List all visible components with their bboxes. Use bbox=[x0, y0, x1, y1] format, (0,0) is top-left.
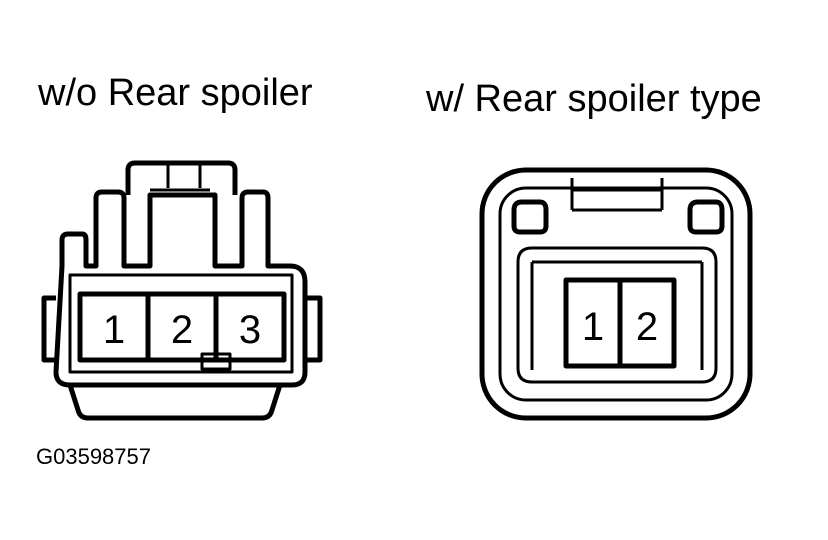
right-connector-housing bbox=[479, 167, 753, 421]
right-connector: 1 2 bbox=[479, 167, 753, 421]
left-pin-label: 3 bbox=[239, 308, 261, 352]
left-pin-label: 2 bbox=[171, 308, 193, 352]
right-pin-cavity-2 bbox=[617, 277, 677, 369]
right-connector-lug bbox=[687, 199, 725, 235]
right-connector-lug bbox=[511, 199, 549, 235]
left-pin-label: 1 bbox=[103, 308, 125, 352]
left-pin-cavity-3 bbox=[213, 291, 287, 363]
right-pin-label: 1 bbox=[582, 305, 604, 349]
figure-id: G03598757 bbox=[36, 444, 151, 469]
right-pin-label: 2 bbox=[636, 305, 658, 349]
left-connector-lock-tab bbox=[125, 160, 238, 195]
left-connector: 1 2 3 bbox=[41, 160, 323, 421]
right-connector-title: w/ Rear spoiler type bbox=[426, 78, 762, 120]
left-connector-housing bbox=[53, 189, 308, 388]
left-connector-title: w/o Rear spoiler bbox=[38, 72, 313, 114]
